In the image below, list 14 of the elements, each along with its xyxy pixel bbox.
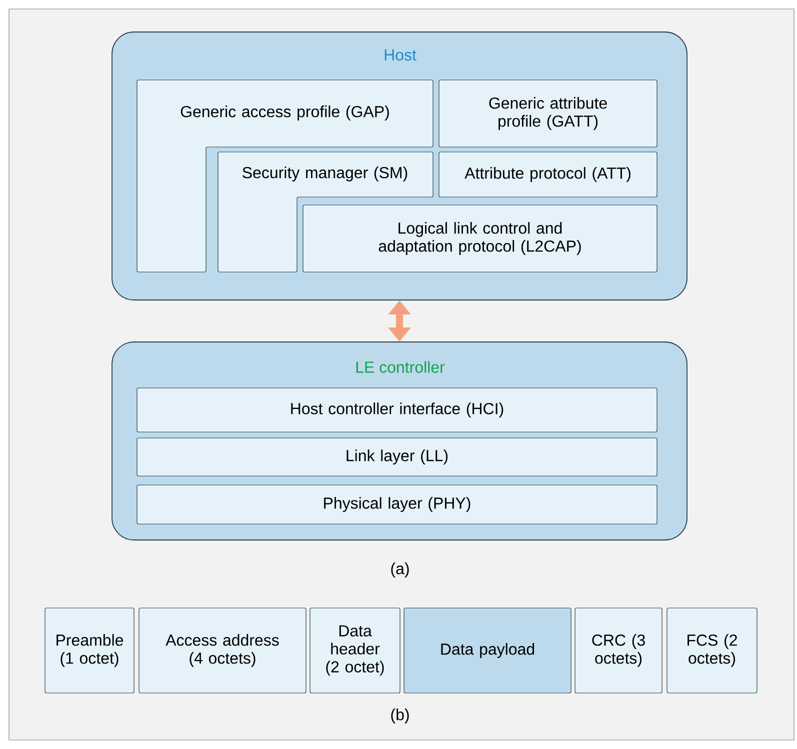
layer-box: Host controller interface (HCI) [136, 388, 658, 432]
layer-box: Data payload [404, 608, 572, 694]
layer-box: Physical layer (PHY) [136, 484, 658, 524]
layer-box: Preamble (1 octet) [44, 608, 134, 694]
layer-box: Data header (2 octet) [310, 608, 400, 694]
layer-box: Logical link control and adaptation protocol (L2CAP) [302, 204, 658, 272]
layer-box: Access address (4 octets) [138, 608, 306, 694]
layer-box: FCS (2 octets) [666, 608, 758, 694]
layer-box: Attribute protocol (ATT) [438, 152, 658, 198]
layer-box: CRC (3 octets) [574, 608, 662, 694]
layer-box: Generic attribute profile (GATT) [438, 80, 658, 148]
layer-box: Link layer (LL) [136, 438, 658, 476]
panel-label: (a) [391, 562, 409, 578]
panel-label: (b) [391, 708, 409, 724]
